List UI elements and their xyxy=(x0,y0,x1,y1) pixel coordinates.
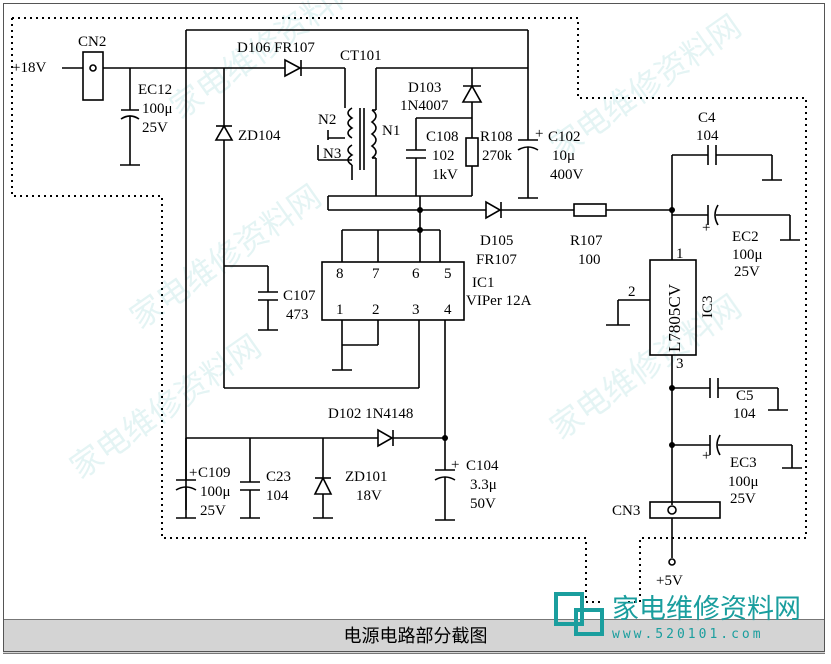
label-ic1: IC1 xyxy=(472,275,495,291)
label-zd101: ZD101 xyxy=(345,469,388,485)
label-c104-v: 50V xyxy=(470,496,496,512)
label-c102-plus: + xyxy=(535,126,543,142)
label-ec12: EC12 xyxy=(138,82,172,98)
label-ic3-part: L7805CV xyxy=(665,283,684,352)
cn3-connector xyxy=(649,501,721,519)
label-ic3-pin1: 1 xyxy=(676,246,684,262)
label-n3: N3 xyxy=(323,146,341,162)
label-d106: D106 FR107 xyxy=(237,40,315,56)
label-ec2-val: 100μ xyxy=(732,247,763,263)
label-v18: +18V xyxy=(12,60,46,76)
label-c108: C108 xyxy=(426,129,459,145)
logo-mark-icon xyxy=(554,592,604,636)
label-pin6: 6 xyxy=(412,266,420,282)
label-ct101: CT101 xyxy=(340,48,382,64)
label-n1: N1 xyxy=(382,123,400,139)
wiring xyxy=(62,29,802,566)
label-d105-val: FR107 xyxy=(476,252,517,268)
cn2-connector xyxy=(82,51,104,101)
label-n2: N2 xyxy=(318,112,336,128)
label-c23-val: 104 xyxy=(266,488,289,504)
label-c4-val: 104 xyxy=(696,128,719,144)
label-pin7: 7 xyxy=(372,266,380,282)
svg-text:家电维修资料网: 家电维修资料网 xyxy=(63,327,268,487)
figure-caption: 电源电路部分截图 xyxy=(343,626,488,647)
svg-text:家电维修资料网: 家电维修资料网 xyxy=(543,287,748,447)
label-pin5: 5 xyxy=(444,266,452,282)
label-d102: D102 1N4148 xyxy=(328,406,413,422)
label-v5: +5V xyxy=(656,573,683,589)
label-ec3-val: 100μ xyxy=(728,474,759,490)
label-ec3-v: 25V xyxy=(730,491,756,507)
label-pin8: 8 xyxy=(336,266,344,282)
component-labels: +18V CN2 EC12 100μ 25V D106 FR107 CT101 … xyxy=(12,34,763,589)
label-pin3: 3 xyxy=(412,302,420,318)
label-r108: R108 xyxy=(480,129,513,145)
label-c109: C109 xyxy=(198,465,231,481)
label-ic3-pin3: 3 xyxy=(676,356,684,372)
label-ec12-val: 100μ xyxy=(142,101,173,117)
label-r108-val: 270k xyxy=(482,148,513,164)
label-c107: C107 xyxy=(283,288,316,304)
board-boundary xyxy=(11,17,807,603)
label-r107-val: 100 xyxy=(578,252,601,268)
label-ic3: IC3 xyxy=(700,296,716,319)
label-c108-val: 102 xyxy=(432,148,455,164)
label-c5: C5 xyxy=(736,388,754,404)
label-ec2-v: 25V xyxy=(734,264,760,280)
caption-bar xyxy=(3,619,825,654)
label-c109-val: 100μ xyxy=(200,484,231,500)
label-c102-val: 10μ xyxy=(552,148,575,164)
label-ic1-val: VIPer 12A xyxy=(466,293,532,309)
label-d105: D105 xyxy=(480,233,513,249)
label-zd101-v: 18V xyxy=(356,488,382,504)
label-c102: C102 xyxy=(548,129,581,145)
label-c104: C104 xyxy=(466,458,499,474)
label-c102-v: 400V xyxy=(550,167,584,183)
label-c5-val: 104 xyxy=(733,406,756,422)
label-ec3: EC3 xyxy=(730,455,757,471)
ic1-body xyxy=(321,261,465,321)
ic3-body xyxy=(649,259,697,356)
label-zd104: ZD104 xyxy=(238,128,281,144)
label-r107: R107 xyxy=(570,233,603,249)
label-c23: C23 xyxy=(266,469,291,485)
label-ec12-v: 25V xyxy=(142,120,168,136)
label-c108-v: 1kV xyxy=(432,167,458,183)
label-c107-val: 473 xyxy=(286,307,309,323)
label-ic3-pin2: 2 xyxy=(628,284,636,300)
watermark-logo-text: 家电维修资料网 xyxy=(612,594,801,625)
label-c4: C4 xyxy=(698,110,716,126)
label-cn2: CN2 xyxy=(78,34,106,50)
label-ec3-plus: + xyxy=(702,448,710,464)
label-c109-plus: + xyxy=(189,465,197,481)
watermark-logo: 家电维修资料网 www.520101.com xyxy=(554,592,801,642)
watermark-url-text: www.520101.com xyxy=(612,627,764,642)
label-ec2-plus: + xyxy=(702,220,710,236)
label-pin2: 2 xyxy=(372,302,380,318)
label-pin4: 4 xyxy=(444,302,452,318)
label-d103: D103 xyxy=(408,80,441,96)
label-d103-val: 1N4007 xyxy=(400,98,449,114)
label-c109-v: 25V xyxy=(200,503,226,519)
label-cn3: CN3 xyxy=(612,503,640,519)
label-c104-plus: + xyxy=(451,457,459,473)
label-pin1: 1 xyxy=(336,302,344,318)
label-c104-val: 3.3μ xyxy=(470,477,497,493)
label-ec2: EC2 xyxy=(732,229,759,245)
